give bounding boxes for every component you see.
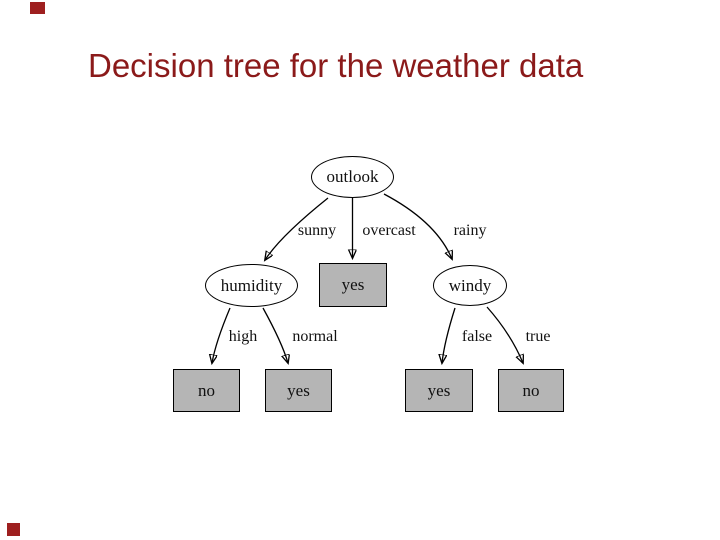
- leaf-true-no: no: [498, 369, 564, 412]
- leaf-true-no-label: no: [522, 380, 540, 400]
- edge-true: [486, 306, 523, 363]
- leaf-overcast-yes-label: yes: [341, 275, 365, 294]
- edge-rainy: [383, 193, 452, 259]
- accent-square-top-left: [30, 2, 45, 14]
- node-humidity: humidity: [205, 264, 298, 307]
- leaf-high-no-label: no: [198, 380, 215, 400]
- leaf-false-yes: yes: [405, 369, 473, 412]
- node-windy: windy: [433, 265, 507, 306]
- leaf-overcast-yes: yes: [319, 263, 387, 307]
- node-outlook-label: outlook: [326, 167, 379, 186]
- leaf-high-no: no: [173, 369, 240, 412]
- edge-sunny: [265, 197, 329, 260]
- edge-normal: [262, 307, 288, 363]
- edge-high: [212, 307, 231, 363]
- leaf-false-yes-label: yes: [427, 380, 451, 400]
- edge-false: [442, 307, 456, 363]
- node-outlook: outlook: [311, 156, 394, 198]
- accent-square-bottom-left: [7, 523, 20, 536]
- slide-title: Decision tree for the weather data: [88, 47, 584, 84]
- leaf-normal-yes-label: yes: [287, 380, 310, 400]
- node-humidity-label: humidity: [220, 275, 283, 295]
- node-windy-label: windy: [448, 275, 492, 295]
- leaf-normal-yes: yes: [265, 369, 332, 412]
